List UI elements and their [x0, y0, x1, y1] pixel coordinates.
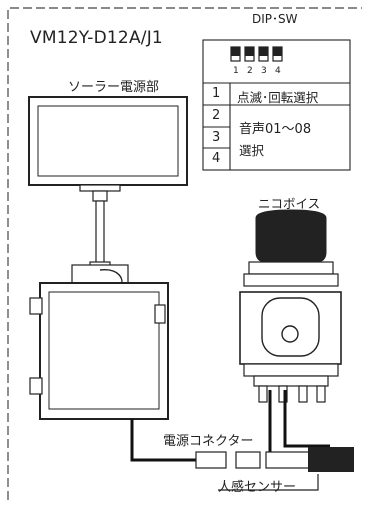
motion-sensor-icon	[308, 447, 354, 472]
dip-row2-number: 2	[212, 108, 221, 123]
connector-label: 電源コネクター	[163, 434, 254, 449]
dip-switch-number-4: 4	[275, 66, 281, 76]
dip-switch-number-3: 3	[261, 66, 267, 76]
nicovoice-label: ニコボイス	[258, 196, 321, 211]
dip-row1-text: 点滅･回転選択	[237, 90, 319, 105]
dip-switch-table	[202, 39, 351, 171]
dip-switch-2-icon	[244, 46, 255, 62]
dip-switch-4-icon	[272, 46, 283, 62]
dashed-frame	[7, 7, 362, 500]
dip-row2-text-line2: 選択	[239, 143, 265, 158]
nicovoice-unit-icon	[239, 209, 342, 403]
solar-panel-icon	[28, 96, 188, 192]
dip-switch-icons	[230, 46, 283, 62]
dip-switch-1-icon	[230, 46, 241, 62]
sensor-leader-line	[218, 474, 319, 491]
dip-title: DIP･SW	[252, 12, 298, 26]
dip-switch-number-2: 2	[247, 66, 253, 76]
solar-label: ソーラー電源部	[68, 80, 160, 95]
dip-row2-text-line1: 音声01～08	[239, 122, 312, 137]
dip-switch-3-icon	[258, 46, 269, 62]
dip-row1-number: 1	[212, 86, 221, 101]
pole-icon	[71, 190, 129, 291]
sensor-label: 人感センサー	[218, 480, 297, 495]
dip-row3-number: 3	[212, 130, 221, 145]
battery-box-icon	[29, 282, 169, 420]
dip-row4-number: 4	[212, 151, 221, 166]
dip-switch-number-1: 1	[233, 66, 239, 76]
model-label: VM12Y-D12A/J1	[30, 28, 163, 48]
